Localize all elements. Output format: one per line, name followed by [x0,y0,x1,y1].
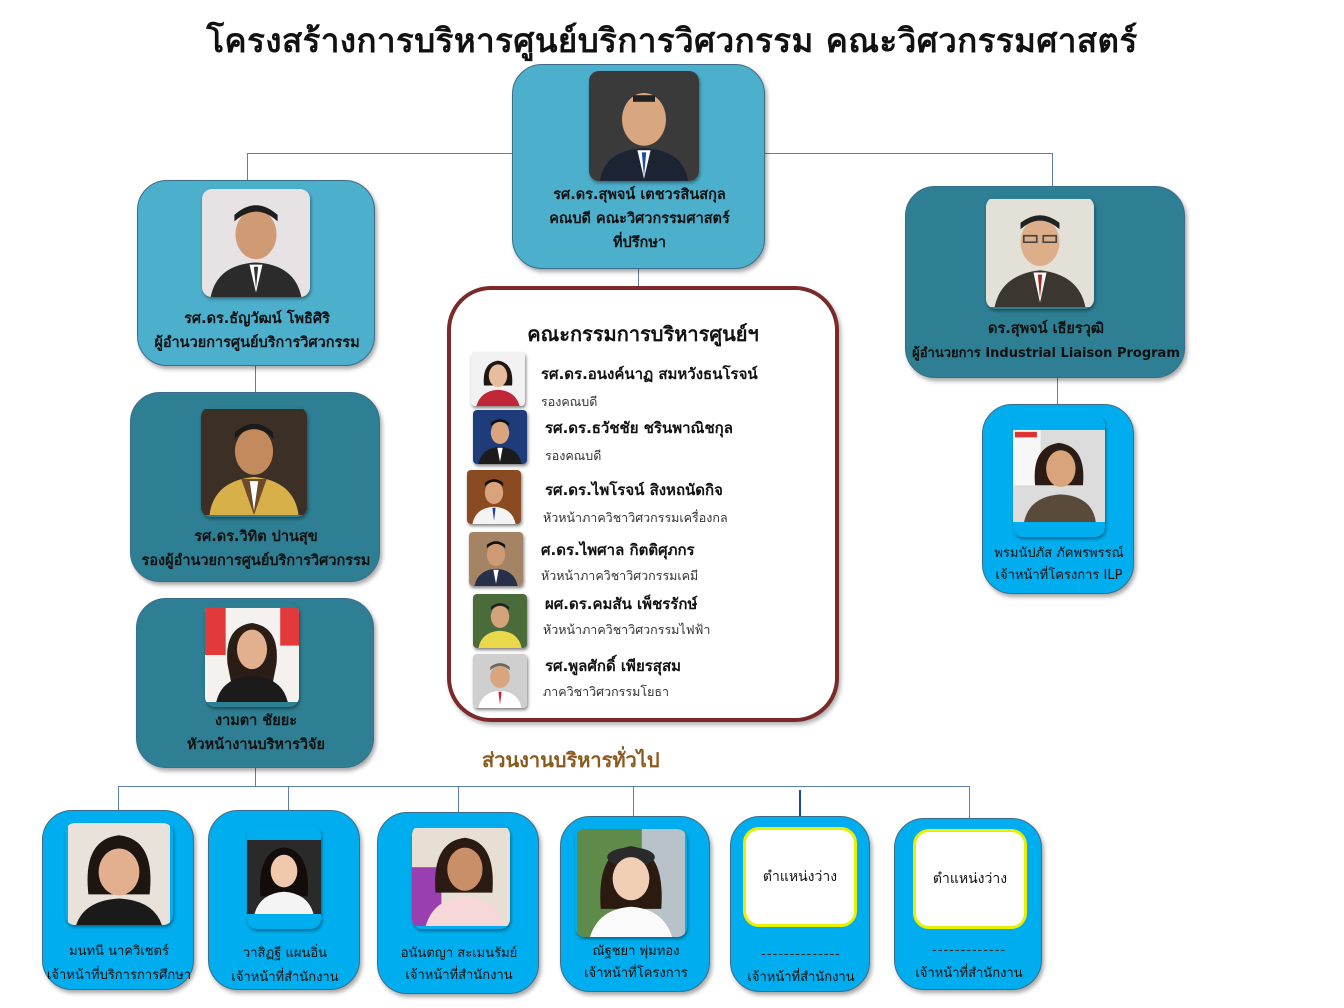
committee-member-3-photo [467,470,521,524]
staff-3-node: อนันตญา สะเมนรัมย์ เจ้าหน้าที่สำนักงาน [377,812,539,994]
committee-member-6-photo [473,654,527,708]
connector-center-vertical [638,268,639,288]
deputy-photo [201,407,307,517]
director-photo [202,189,310,297]
connector-staff-5 [799,790,801,816]
committee-member-3-name: รศ.ดร.ไพโรจน์ สิงหถนัดกิจ [545,481,723,499]
staff-2-node: วาสิฏฐี แผนอิ่น เจ้าหน้าที่สำนักงาน [208,810,360,990]
connector-staff-vertical [255,768,256,786]
research-head-photo [205,603,299,707]
staff-6-node: ตำแหน่งว่าง ------------- เจ้าหน้าที่สำน… [894,818,1042,990]
staff-4-role: เจ้าหน้าที่โครงการ [584,966,688,981]
committee-member-1-name: รศ.ดร.อนงค์นาฏ สมหวังธนโรจน์ [541,365,758,383]
connector-staff-4 [633,786,634,816]
staff-3-name: อนันตญา สะเมนรัมย์ [400,946,518,961]
director-name: รศ.ดร.ธัญวัฒน์ โพธิศิริ [184,311,330,327]
deputy-role: รองผู้อำนวยการศูนย์บริการวิศวกรรม [141,553,371,569]
ilp-director-name: ดร.สุพจน์ เธียรวุฒิ [988,321,1104,337]
committee-member-3-role: หัวหน้าภาควิชาวิศวกรรมเครื่องกล [543,510,728,525]
research-head-node: งามตา ชัยยะ หัวหน้างานบริหารวิจัย [136,598,374,768]
committee-member-2-role: รองคณบดี [545,448,602,463]
staff-3-photo [412,825,510,929]
connector-staff-3 [458,786,459,812]
committee-member-2-photo [473,410,527,464]
committee-member-1-role: รองคณบดี [541,394,598,409]
committee-member-2-name: รศ.ดร.ธวัชชัย ชรินพาณิชกุล [545,419,733,437]
dean-node: รศ.ดร.สุพจน์ เตชวรสินสกุล คณบดี คณะวิศวก… [512,64,765,269]
ilp-staff-name: พรมนัปภัส ภัคพรพรรณ์ [994,546,1124,561]
staff-6-name: ------------- [932,943,1006,958]
staff-1-photo [65,823,173,925]
ilp-director-node: ดร.สุพจน์ เธียรวุฒิ ผู้อำนวยการ Industri… [905,186,1185,378]
committee-member-4-role: หัวหน้าภาควิชาวิศวกรรมเคมี [541,568,699,583]
staff-4-node: ณัฐชยา พุ่มทอง เจ้าหน้าที่โครงการ [560,816,710,992]
deputy-node: รศ.ดร.วิทิต ปานสุข รองผู้อำนวยการศูนย์บร… [130,392,380,582]
connector-ilp [1057,378,1058,404]
ilp-staff-node: พรมนัปภัส ภัคพรพรรณ์ เจ้าหน้าที่โครงการ … [982,404,1134,594]
connector-staff-1 [118,786,119,810]
staff-2-photo [247,825,321,929]
dean-photo [589,71,699,181]
deputy-name: รศ.ดร.วิทิต ปานสุข [194,529,318,545]
page-title: โครงสร้างการบริหารศูนย์บริการวิศวกรรม คณ… [206,21,1138,60]
staff-1-node: มนทนี นาควิเชตร์ เจ้าหน้าที่บริการการศึก… [42,810,194,990]
connector-director-deputy [255,366,256,392]
staff-4-photo [575,829,687,937]
ilp-director-role: ผู้อำนวยการ Industrial Liaison Program [912,346,1180,361]
ilp-director-photo [986,197,1094,309]
staff-2-name: วาสิฏฐี แผนอิ่น [242,946,328,961]
connector-staff-2 [288,786,289,810]
connector-right-vertical [1052,153,1053,186]
committee-member-6-role: ภาควิชาวิศวกรรมโยธา [543,684,670,699]
staff-5-name: -------------- [761,947,841,962]
connector-left-vertical [247,153,248,180]
committee-panel: คณะกรรมการบริหารศูนย์ฯ รศ.ดร.อนงค์นาฏ สม… [447,286,839,722]
director-role: ผู้อำนวยการศูนย์บริการวิศวกรรม [154,335,360,351]
research-head-role: หัวหน้างานบริหารวิจัย [186,737,326,753]
ilp-staff-photo [1013,415,1105,537]
committee-member-5-name: ผศ.ดร.คมสัน เพ็ชรรักษ์ [545,595,698,613]
staff-6-role: เจ้าหน้าที่สำนักงาน [915,966,1023,981]
research-head-name: งามตา ชัยยะ [214,713,297,729]
director-node: รศ.ดร.ธัญวัฒน์ โพธิศิริ ผู้อำนวยการศูนย์… [137,180,375,366]
staff-6-vacant-placeholder: ตำแหน่งว่าง [913,829,1027,929]
committee-member-6-name: รศ.พูลศักดิ์ เพียรสุสม [545,657,681,675]
staff-5-vacant-placeholder: ตำแหน่งว่าง [743,827,857,927]
staff-1-role: เจ้าหน้าที่บริการการศึกษา [46,968,192,983]
dean-name: รศ.ดร.สุพจน์ เตชวรสินสกุล [553,187,726,203]
staff-4-name: ณัฐชยา พุ่มทอง [592,944,680,959]
staff-5-role: เจ้าหน้าที่สำนักงาน [747,970,855,985]
committee-member-4-name: ศ.ดร.ไพศาล กิตติศุภกร [541,541,695,559]
committee-member-1-photo [471,352,525,406]
dean-role-advisor: ที่ปรึกษา [612,235,667,251]
dean-role: คณบดี คณะวิศวกรรมศาสตร์ [549,211,730,227]
committee-member-5-photo [473,594,527,648]
general-section-title: ส่วนงานบริหารทั่วไป [482,748,660,772]
connector-staff-6 [969,786,970,818]
committee-member-5-role: หัวหน้าภาควิชาวิศวกรรมไฟฟ้า [543,622,711,637]
committee-member-4-photo [469,532,523,586]
ilp-staff-role: เจ้าหน้าที่โครงการ ILP [995,568,1123,583]
connector-staff-horizontal [118,786,970,787]
committee-title: คณะกรรมการบริหารศูนย์ฯ [527,322,759,346]
staff-5-node: ตำแหน่งว่าง -------------- เจ้าหน้าที่สำ… [730,816,870,992]
staff-2-role: เจ้าหน้าที่สำนักงาน [231,970,339,985]
staff-3-role: เจ้าหน้าที่สำนักงาน [405,968,513,983]
staff-1-name: มนทนี นาควิเชตร์ [69,944,169,959]
